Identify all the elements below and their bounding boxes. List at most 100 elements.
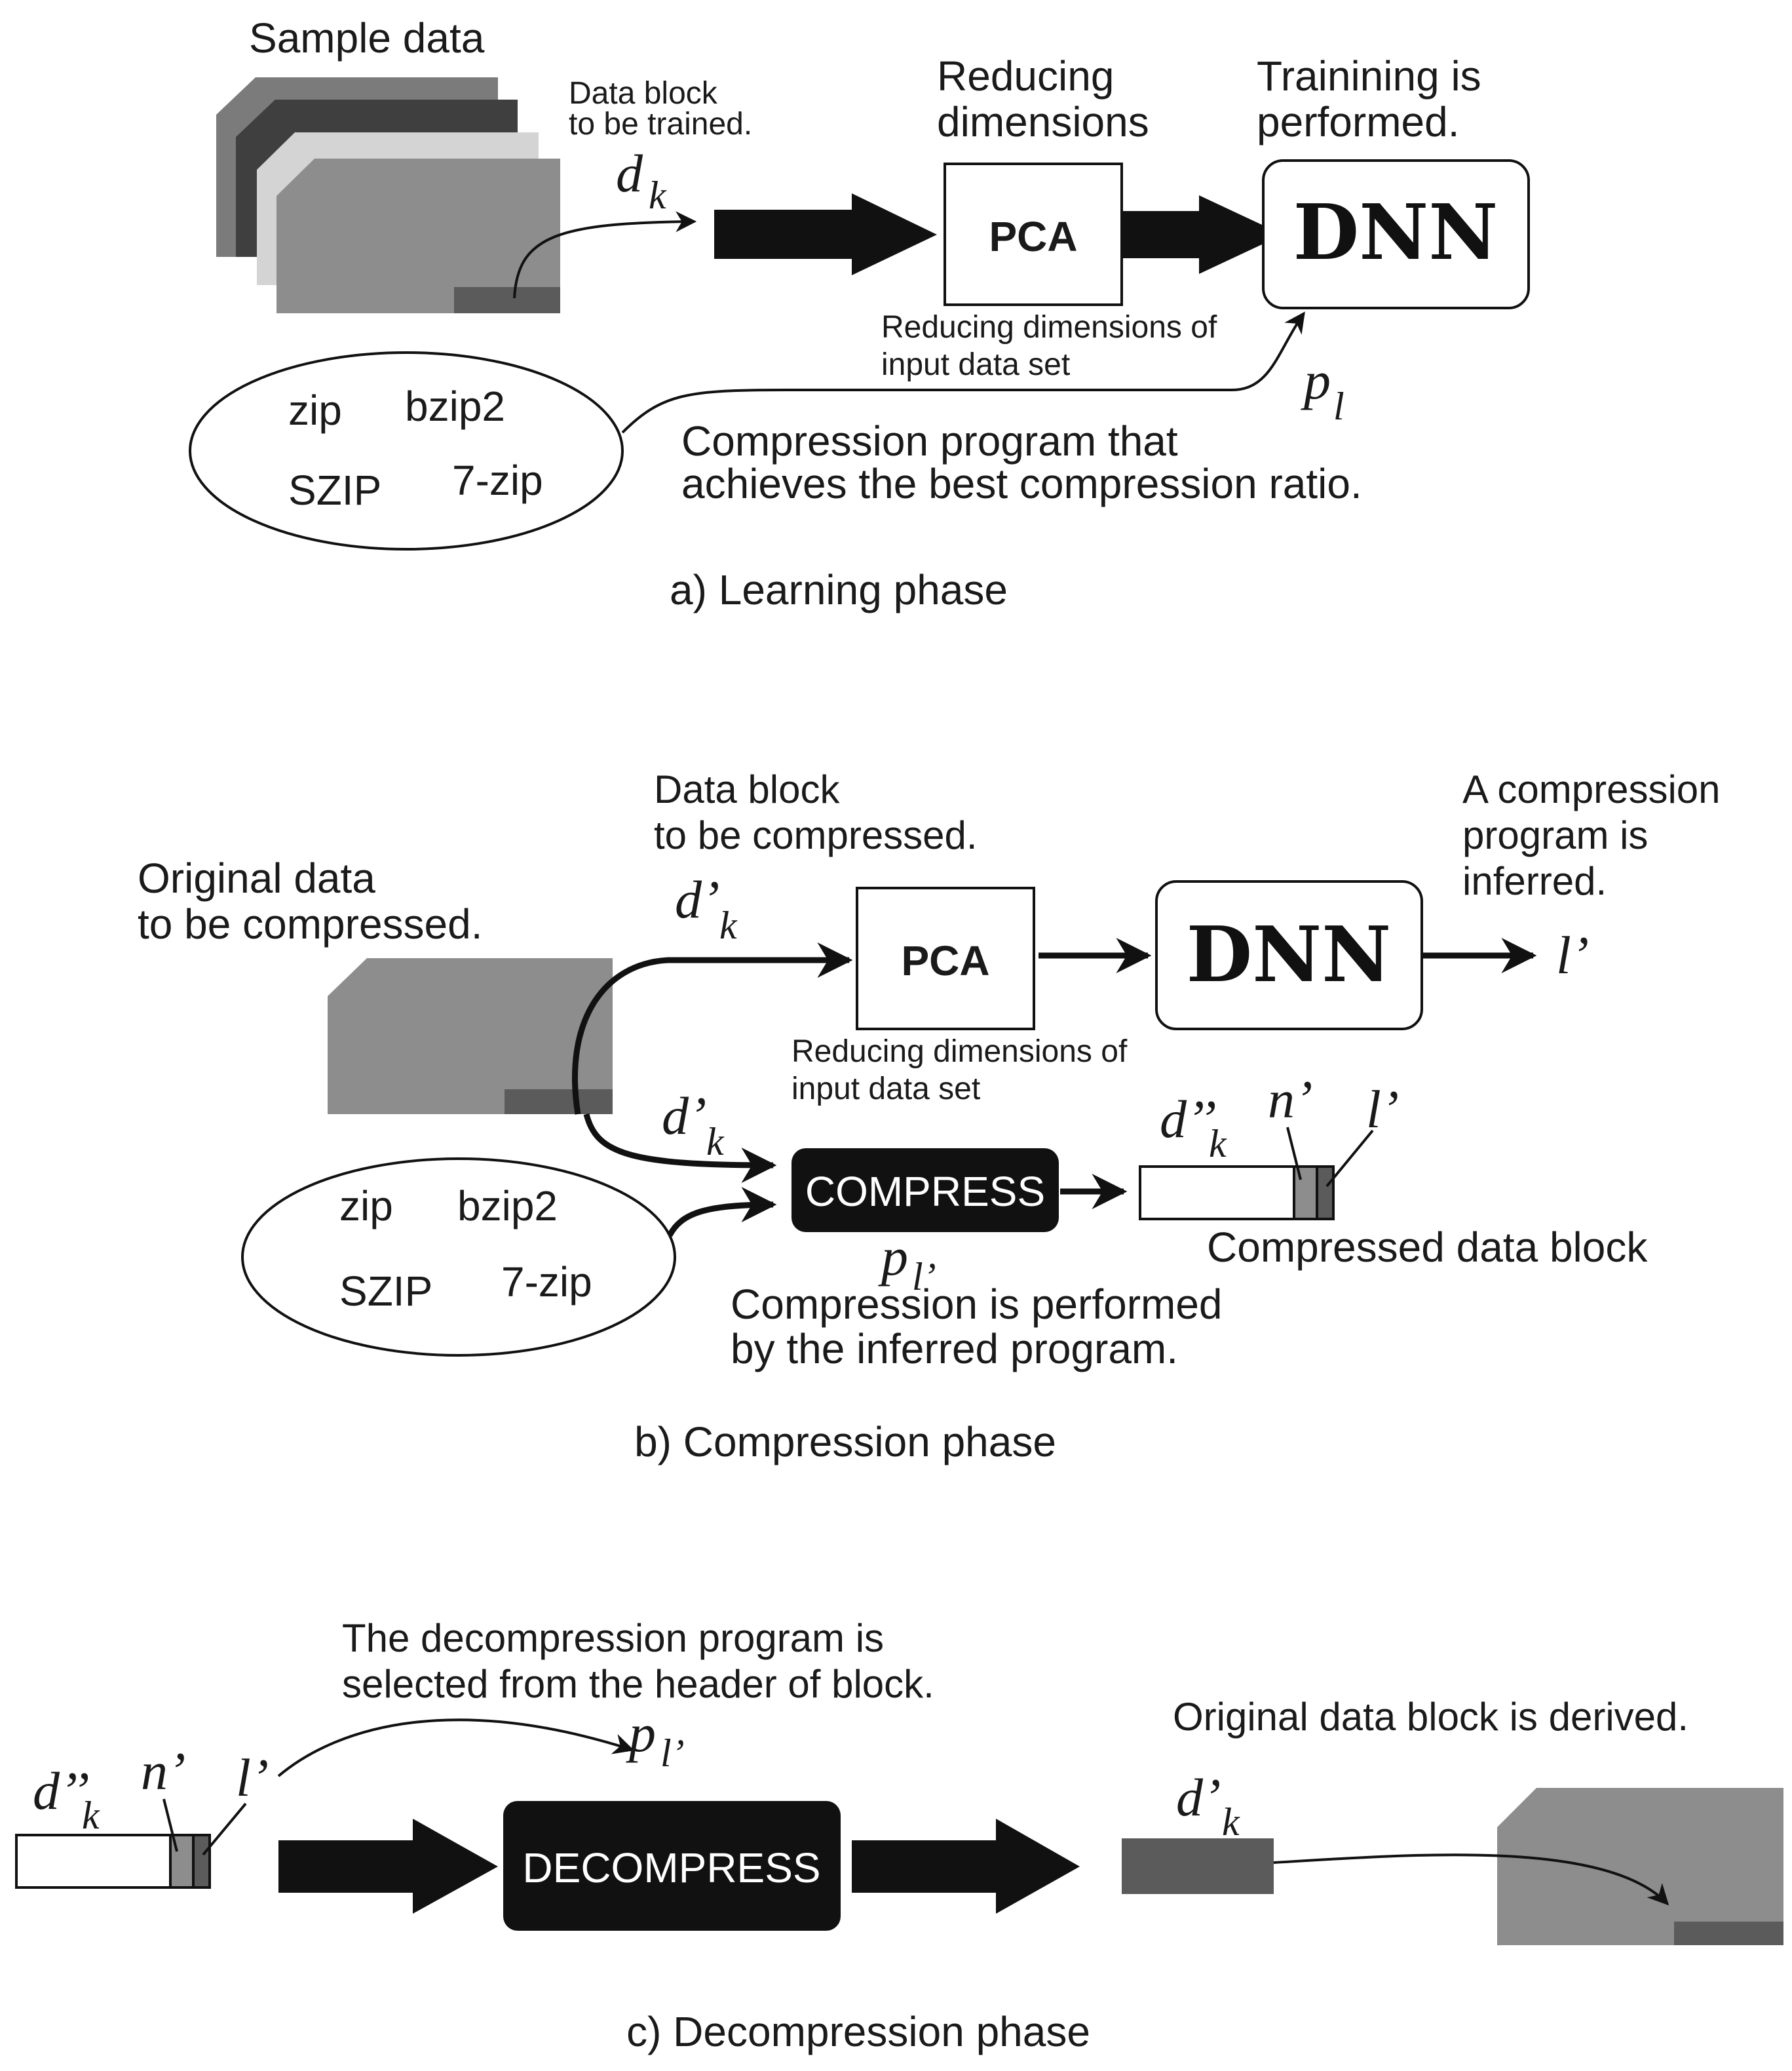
reduce-note-compression-1: Reducing dimensions of — [791, 1034, 1128, 1069]
original-data-sheet — [328, 958, 613, 1114]
decompression-phase: The decompression program is selected fr… — [15, 1616, 1783, 2055]
reduce-note-2: input data set — [881, 347, 1070, 382]
training-label-2: performed. — [1257, 98, 1459, 145]
arrow-to-dnn — [1122, 195, 1283, 274]
program-bzip2-c: bzip2 — [457, 1182, 558, 1229]
programs-ellipse-compression — [241, 1157, 676, 1357]
sample-sheet-4 — [276, 159, 560, 313]
dk-prime-to-pca-arrow — [572, 942, 853, 1115]
derived-data-block — [1122, 1838, 1274, 1894]
data-block-label-2: to be trained. — [569, 107, 752, 142]
compress-box — [791, 1148, 1059, 1232]
compressed-header-n — [1293, 1165, 1318, 1220]
d2k-decompress: d’’ — [33, 1761, 90, 1821]
dk-prime-derived-subscript: k — [1222, 1800, 1240, 1844]
caption-compression: b) Compression phase — [634, 1418, 1056, 1465]
dnn-label-compression: DNN — [1187, 910, 1392, 999]
n-prime-leader — [1286, 1127, 1302, 1180]
reducing-label-1: Reducing — [937, 52, 1114, 100]
block-compressed-label-1: Data block — [654, 767, 840, 811]
training-label-1: Trainining is — [1257, 52, 1481, 100]
pca-box-compression — [856, 887, 1035, 1030]
original-data-block — [505, 1089, 613, 1114]
l-prime-output: l’ — [1556, 925, 1589, 985]
l-prime-decompress: l’ — [236, 1748, 269, 1808]
restored-data-sheet — [1497, 1788, 1783, 1945]
program-zip: zip — [288, 387, 342, 434]
pca-label: PCA — [989, 213, 1077, 260]
d2k-decompress-subscript: k — [82, 1794, 100, 1837]
d2k-compressed: d’’ — [1160, 1089, 1217, 1149]
program-szip-c: SZIP — [339, 1268, 432, 1315]
derived-label: Original data block is derived. — [1173, 1695, 1688, 1739]
original-data-label-2: to be compressed. — [138, 900, 483, 948]
decompress-label: DECOMPRESS — [522, 1844, 820, 1891]
learning-phase: Sample data Data block to be trained. d … — [189, 14, 1530, 613]
reduce-note-compression-2: input data set — [791, 1072, 980, 1106]
decompress-header-l — [192, 1834, 211, 1889]
pl-subscript: l — [1333, 385, 1344, 428]
dk-prime-to-compress-arrow — [583, 1113, 777, 1183]
sample-data-label: Sample data — [249, 14, 485, 62]
l-prime-leader — [1325, 1129, 1374, 1188]
data-block-dk — [454, 287, 560, 313]
pl-symbol: p — [1301, 351, 1331, 410]
inferred-label-1: A compression — [1462, 767, 1721, 811]
selected-label-2: selected from the header of block. — [342, 1662, 934, 1706]
pl-prime-subscript: l’ — [912, 1255, 936, 1298]
block-compressed-label-2: to be compressed. — [654, 813, 978, 857]
dk-prime-top-subscript: k — [719, 904, 738, 947]
data-block-label-1: Data block — [569, 76, 718, 111]
dk-subscript: k — [649, 174, 667, 217]
best-program-2: achieves the best compression ratio. — [681, 460, 1362, 507]
restored-data-slot — [1674, 1922, 1783, 1945]
dk-prime-bottom-subscript: k — [706, 1120, 725, 1163]
compressed-payload — [1139, 1165, 1295, 1220]
reduce-note-1: Reducing dimensions of — [881, 310, 1217, 345]
pl-arrow — [621, 311, 1305, 434]
pl-prime-decompress: p — [626, 1703, 656, 1763]
d2k-compressed-subscript: k — [1209, 1122, 1227, 1165]
dk-symbol: d — [616, 144, 643, 203]
dk-prime-bottom: d’ — [662, 1086, 706, 1146]
programs-ellipse — [189, 351, 624, 551]
original-data-label-1: Original data — [138, 855, 375, 902]
arrow-to-pca — [714, 193, 937, 275]
dnn-label: DNN — [1293, 188, 1498, 277]
dnn-box-compression — [1155, 880, 1423, 1030]
l-prime-compressed: l’ — [1366, 1079, 1399, 1139]
compressed-header-l — [1316, 1165, 1335, 1220]
best-program-1: Compression program that — [681, 417, 1178, 465]
decompress-box — [503, 1801, 841, 1931]
reducing-label-2: dimensions — [937, 98, 1149, 145]
caption-decompression: c) Decompression phase — [626, 2008, 1090, 2055]
program-szip: SZIP — [288, 467, 381, 514]
performed-label-2: by the inferred program. — [731, 1325, 1178, 1372]
decompress-payload — [15, 1834, 172, 1889]
performed-label-1: Compression is performed — [731, 1281, 1223, 1328]
program-bzip2: bzip2 — [405, 383, 505, 430]
dk-prime-derived: d’ — [1176, 1768, 1221, 1827]
dnn-box — [1262, 159, 1530, 309]
selected-label-1: The decompression program is — [342, 1616, 884, 1660]
sample-data-stack — [216, 77, 560, 313]
n-prime-compressed: n’ — [1268, 1070, 1312, 1129]
compress-label: COMPRESS — [805, 1168, 1045, 1215]
dk-arrow — [513, 211, 697, 299]
program-7zip: 7-zip — [452, 457, 543, 504]
program-7zip-c: 7-zip — [501, 1258, 592, 1306]
pl-prime-decompress-subscript: l’ — [660, 1732, 685, 1775]
compressed-block-label: Compressed data block — [1207, 1224, 1648, 1271]
n-prime-decompress: n’ — [141, 1741, 185, 1801]
inferred-label-3: inferred. — [1462, 859, 1607, 903]
program-zip-c: zip — [339, 1182, 393, 1229]
arrow-from-decompress — [852, 1819, 1080, 1914]
n-prime-decompress-leader — [162, 1798, 178, 1852]
caption-learning: a) Learning phase — [670, 566, 1008, 613]
compression-phase: Data block to be compressed. A compressi… — [138, 767, 1721, 1465]
l-prime-decompress-leader — [202, 1802, 247, 1856]
header-select-arrow — [277, 1718, 635, 1777]
dk-prime-top: d’ — [675, 870, 719, 929]
arrow-to-decompress — [278, 1819, 498, 1914]
inferred-label-2: program is — [1462, 813, 1648, 857]
